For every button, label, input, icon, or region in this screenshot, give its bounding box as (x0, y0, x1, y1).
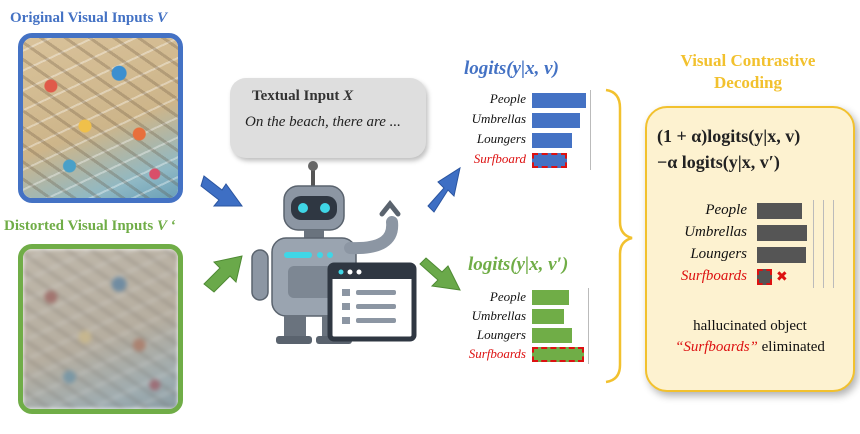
bar (532, 132, 572, 148)
original-beach-image (23, 38, 178, 198)
textual-input-text: On the beach, there are ... (245, 114, 401, 130)
distorted-input-title: Distorted Visual Inputs V ‘ (4, 218, 175, 235)
bar-label: Surfboard (473, 151, 526, 166)
bar (757, 203, 802, 219)
vcd-chart-bars: ✖ (757, 200, 837, 300)
distorted-beach-image (23, 249, 178, 409)
vcd-formula-line1: (1 + α)logits(y|x, v) (657, 126, 801, 146)
arrow-distorted-to-model (203, 255, 243, 293)
distorted-input-symbol: V ‘ (156, 218, 176, 234)
bar (532, 290, 569, 305)
bar-label: Loungers (476, 131, 526, 146)
logits-distorted-title: logits(y|x, v′) (468, 254, 569, 275)
textual-input-box: Textual Input X On the beach, there are … (230, 78, 426, 158)
bar (532, 309, 564, 324)
bar-label: Surfboards (680, 268, 747, 284)
bar (757, 269, 772, 285)
vcd-note-line1: hallucinated object (693, 318, 807, 334)
bar (532, 152, 567, 168)
original-image-frame (18, 33, 183, 203)
grid-line (823, 200, 824, 288)
vcd-title-line1: Visual Contrastive (680, 51, 816, 70)
arrow-original-to-model (200, 175, 243, 207)
bar (757, 225, 807, 241)
logits-original-title: logits(y|x, v) (464, 58, 559, 79)
arrow-model-to-logits-distorted (419, 257, 461, 291)
bar-label: People (489, 91, 526, 106)
robot-model-icon (251, 161, 417, 344)
logits-distorted-bars (532, 288, 598, 372)
bar (532, 92, 586, 108)
grid-line (588, 288, 589, 364)
original-input-symbol: V (157, 10, 168, 26)
original-input-title: Original Visual Inputs V (10, 10, 167, 27)
bar (532, 112, 580, 128)
eliminated-x-mark: ✖ (776, 269, 788, 285)
distorted-image-frame (18, 244, 183, 414)
vcd-title: Visual Contrastive Decoding (648, 50, 848, 94)
bar-label: Surfboards (468, 345, 526, 361)
vcd-note-tail: eliminated (757, 339, 825, 355)
bar-label: Loungers (690, 246, 747, 262)
bar-label: People (489, 288, 526, 304)
vcd-note-quote: “Surfboards” (675, 339, 758, 355)
bar (757, 247, 806, 263)
textual-input-symbol: X (343, 88, 354, 104)
vcd-panel: (1 + α)logits(y|x, v) −α logits(y|x, v′)… (645, 106, 855, 392)
bar-label: Loungers (476, 326, 526, 342)
vcd-title-line2: Decoding (714, 73, 782, 92)
grid-line (590, 90, 591, 170)
bar (532, 347, 584, 362)
bar-label: Umbrellas (684, 224, 747, 240)
textual-input-heading: Textual Input X (252, 88, 353, 105)
textual-input-heading-text: Textual Input (252, 88, 344, 104)
bar-label: Umbrellas (471, 307, 526, 323)
vcd-formula-line2: −α logits(y|x, v′) (657, 152, 780, 172)
vcd-note: hallucinated object “Surfboards” elimina… (647, 316, 853, 358)
bar-label: People (705, 202, 747, 218)
arrow-model-to-logits-original (427, 166, 461, 213)
grid-line (833, 200, 834, 288)
bar (532, 328, 572, 343)
logits-original-bars (532, 90, 598, 176)
distorted-input-title-text: Distorted Visual Inputs (4, 218, 157, 234)
merge-brace (605, 88, 633, 384)
vcd-note-line2: “Surfboards” eliminated (647, 337, 853, 358)
bar-label: Umbrellas (471, 111, 526, 126)
grid-line (813, 200, 814, 288)
original-input-title-text: Original Visual Inputs (10, 10, 158, 26)
